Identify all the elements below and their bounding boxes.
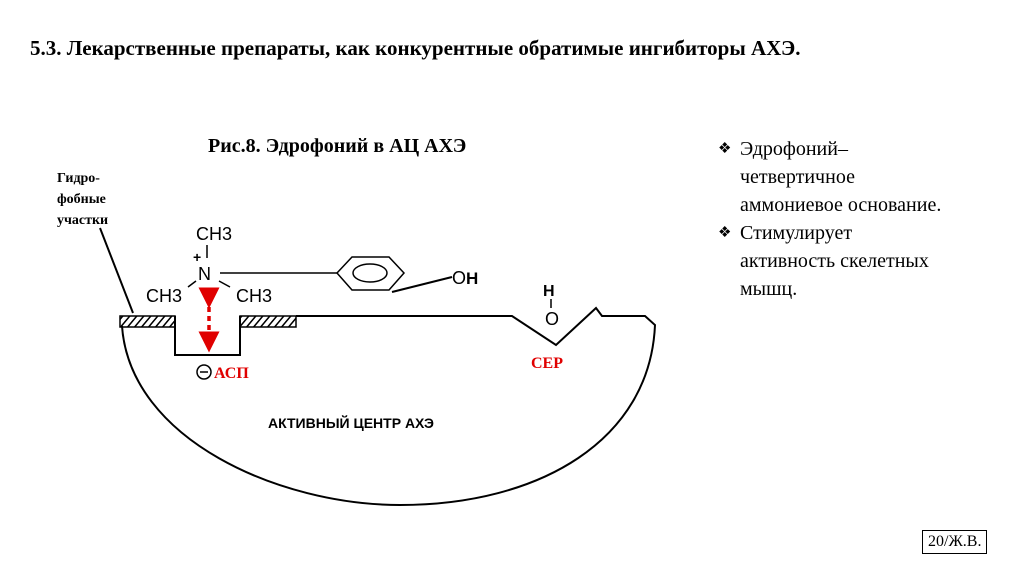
negative-charge-icon — [196, 364, 212, 380]
slide-title: 5.3. Лекарственные препараты, как конкур… — [30, 36, 801, 60]
bullet-text: Эдрофоний– четвертичное аммониевое основан… — [740, 135, 941, 219]
figure-caption: Рис.8. Эдрофоний в АЦ АХЭ — [208, 135, 467, 157]
bond-line — [391, 276, 453, 293]
bullet-line: аммониевое основание. — [740, 194, 942, 216]
bullet-item: ❖ Эдрофоний– четвертичное аммониевое основ… — [718, 135, 1018, 219]
bullet-marker-icon: ❖ — [718, 141, 732, 157]
hydrophobic-label-line: фобные — [57, 192, 106, 207]
page-label: 20/Ж.В. — [922, 530, 988, 554]
enzyme-bowl — [121, 306, 657, 507]
bullet-marker-icon: ❖ — [718, 225, 732, 241]
ser-label: СЕР — [531, 355, 563, 372]
serine-o: O — [545, 309, 559, 329]
bullet-text: Стимулирует активность скелетных мышц. — [740, 219, 929, 303]
hydrophobic-label-line: участки — [57, 213, 109, 228]
bond-line — [187, 280, 197, 288]
hydroxyl-h: H — [466, 269, 478, 288]
bullet-line: Стимулирует — [740, 222, 853, 244]
hydroxyl-o: O — [452, 268, 466, 288]
bullet-line: мышц. — [740, 278, 798, 300]
asp-label: АСП — [214, 365, 249, 382]
ch3-top: CH3 — [196, 224, 232, 244]
bullet-line: четвертичное — [740, 166, 855, 188]
charge-plus: + — [193, 249, 201, 265]
hydrophobic-patch — [239, 315, 297, 328]
nitrogen: N — [198, 264, 211, 284]
benzene-ring — [335, 256, 406, 291]
bullet-list: ❖ Эдрофоний– четвертичное аммониевое основ… — [718, 135, 1018, 303]
bond-line — [218, 280, 231, 288]
pointer-arrow — [99, 227, 134, 314]
hydrophobic-patch — [119, 315, 176, 328]
hydrophobic-label: Гидро- фобные участки — [57, 168, 108, 231]
bullet-item: ❖ Стимулирует активность скелетных мышц. — [718, 219, 1018, 303]
ch3-left: CH3 — [146, 286, 182, 306]
bullet-line: активность скелетных — [740, 250, 929, 272]
benzene-ring-inner — [352, 263, 388, 283]
active-center-label: АКТИВНЫЙ ЦЕНТР АХЭ — [268, 414, 434, 431]
serine-h: H — [543, 283, 555, 300]
hydrophobic-label-line: Гидро- — [57, 171, 100, 186]
ch3-right: CH3 — [236, 286, 272, 306]
bullet-line: Эдрофоний– — [740, 138, 848, 160]
